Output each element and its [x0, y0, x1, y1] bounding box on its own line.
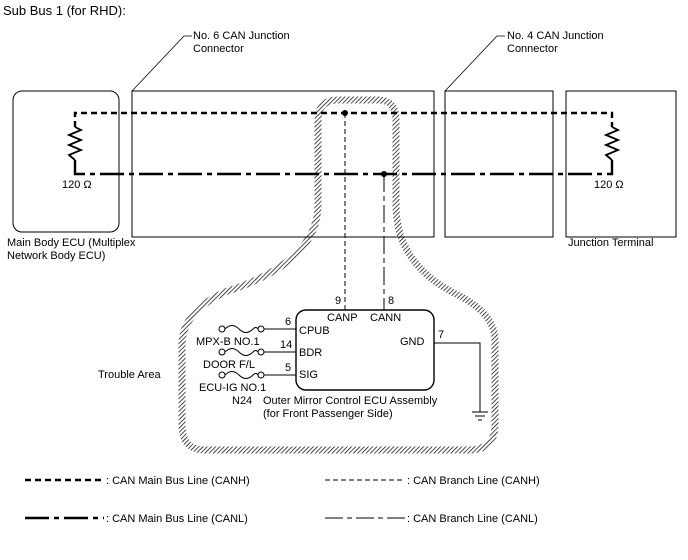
junction-4-label: No. 4 CAN Junction: [507, 30, 604, 42]
junction-4-label-2: Connector: [507, 43, 558, 55]
resistor-right-value: 120 Ω: [594, 179, 624, 191]
legend-branch-canl-label: : CAN Branch Line (CANL): [407, 513, 538, 525]
canl-main-bus: [73, 160, 614, 176]
legend-main-canh-label: : CAN Main Bus Line (CANH): [106, 475, 250, 487]
diagram-title: Sub Bus 1 (for RHD):: [3, 3, 126, 18]
resistor-right: [603, 126, 621, 161]
mirror-ecu-label-2: (for Front Passenger Side): [263, 408, 393, 420]
fuse-door-label: DOOR F/L: [203, 359, 255, 371]
pin-bdr-number: 14: [280, 339, 292, 351]
junction-6-label-2: Connector: [193, 43, 244, 55]
mirror-ecu-label: Outer Mirror Control ECU Assembly: [263, 395, 438, 407]
pin-gnd-name: GND: [400, 336, 425, 348]
resistor-left: [66, 126, 84, 161]
legend-main-canl-label: : CAN Main Bus Line (CANL): [106, 513, 248, 525]
junction-6-box: [131, 90, 435, 238]
trouble-area-label: Trouble Area: [98, 369, 161, 381]
resistor-left-value: 120 Ω: [62, 179, 92, 191]
fuse-ecuig-label: ECU-IG NO.1: [199, 382, 266, 394]
main-body-ecu-label: Main Body ECU (Multiplex: [7, 237, 136, 249]
mirror-ecu-box: [295, 309, 435, 391]
pin-sig-name: SIG: [299, 369, 318, 381]
junction-terminal-box: [565, 90, 677, 238]
connector-code: N24: [232, 395, 252, 407]
pin-cann-name: CANN: [370, 312, 401, 324]
ground-icon: [472, 411, 488, 421]
junction-6-leader: [131, 35, 192, 92]
main-body-ecu-box: [12, 90, 120, 233]
pin-gnd-number: 7: [438, 329, 444, 341]
pin-cpub-number: 6: [285, 316, 291, 328]
junction-4-box: [444, 90, 554, 238]
pin-sig-number: 5: [285, 362, 291, 374]
main-body-ecu-label-2: Network Body ECU): [7, 250, 105, 262]
junction-terminal-label: Junction Terminal: [568, 237, 653, 249]
pin-cann-number: 8: [388, 295, 394, 307]
junction-4-leader: [444, 35, 505, 92]
pin-bdr-name: BDR: [299, 347, 322, 359]
pin-cpub-name: CPUB: [299, 325, 330, 337]
fuse-mpxb-symbol: [218, 325, 296, 333]
fuse-mpxb-label: MPX-B NO.1: [196, 336, 260, 348]
junction-6-label: No. 6 CAN Junction: [193, 30, 290, 42]
fuse-door-symbol: [218, 348, 296, 356]
pin-canp-name: CANP: [327, 312, 358, 324]
fuse-ecuig-symbol: [218, 371, 296, 379]
gnd-wire: [434, 342, 481, 412]
legend-branch-canh-label: : CAN Branch Line (CANH): [407, 475, 540, 487]
pin-canp-number: 9: [335, 295, 341, 307]
trouble-area-outline: [178, 96, 499, 454]
